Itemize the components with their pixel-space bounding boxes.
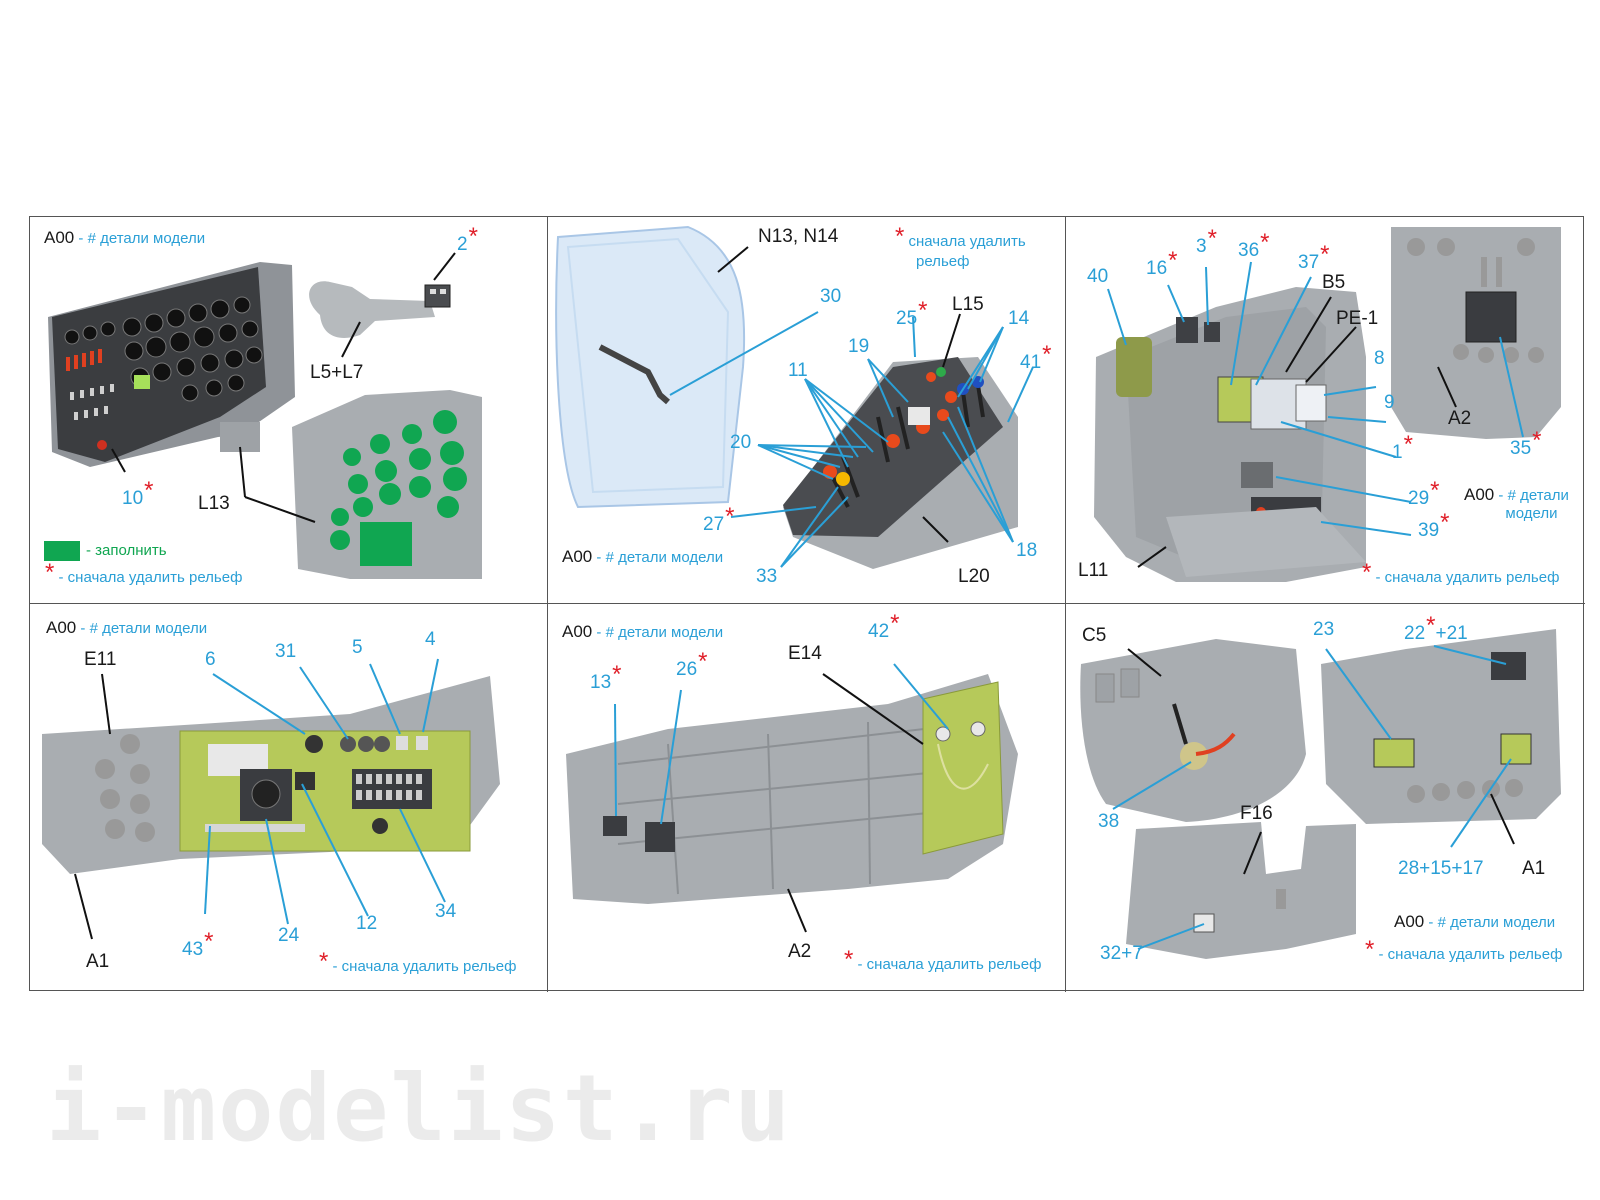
label-4: 4 xyxy=(425,629,436,650)
label-13: 13* xyxy=(590,661,622,693)
label-28-15-17: 28+15+17 xyxy=(1398,858,1484,879)
remove-relief-legend-4: * - сначала удалить рельеф xyxy=(319,948,517,975)
remove-relief-legend-2: * сначала удалить рельеф xyxy=(895,223,1026,270)
label-n13-n14: N13, N14 xyxy=(758,226,839,247)
label-35: 35* xyxy=(1510,427,1542,459)
panel-6: C5 23 22*+21 38 F16 28+15+17 A1 A00 - # … xyxy=(1066,604,1585,992)
label-5: 5 xyxy=(352,637,363,658)
label-38: 38 xyxy=(1098,811,1120,832)
model-parts-legend-2: A00 - # детали модели xyxy=(562,547,724,566)
label-36: 36* xyxy=(1238,229,1270,261)
label-26: 26* xyxy=(676,648,708,680)
remove-relief-legend: * - сначала удалить рельеф xyxy=(45,559,243,586)
panel-5-artwork xyxy=(566,663,1018,933)
label-b5: B5 xyxy=(1322,272,1346,293)
label-8: 8 xyxy=(1374,348,1385,369)
label-12: 12 xyxy=(356,913,378,934)
label-22-21: 22*+21 xyxy=(1404,612,1468,644)
label-43: 43* xyxy=(182,928,214,960)
label-25: 25* xyxy=(896,297,928,329)
model-parts-legend-5: A00 - # детали модели xyxy=(562,622,724,641)
instruction-grid: A00 - # детали модели 2* L5+L7 10* L13 -… xyxy=(29,216,1585,992)
label-a1-right: A1 xyxy=(1522,858,1546,879)
label-11: 11 xyxy=(788,360,808,381)
label-30: 30 xyxy=(820,286,842,307)
label-a2: A2 xyxy=(1448,408,1472,429)
panel-3: 40 16* 3* 36* 37* B5 PE-1 8 9 1* 29* 39*… xyxy=(1066,217,1585,604)
label-34: 34 xyxy=(435,901,457,922)
label-2: 2* xyxy=(457,223,478,255)
label-39: 39* xyxy=(1418,509,1450,541)
label-23: 23 xyxy=(1313,619,1335,640)
label-41: 41* xyxy=(1020,341,1052,373)
label-33: 33 xyxy=(756,566,778,587)
label-a1: A1 xyxy=(86,951,110,972)
label-a2-bottom: A2 xyxy=(788,941,812,962)
label-e11: E11 xyxy=(84,649,117,670)
panel-2: N13, N14 * сначала удалить рельеф 30 L15… xyxy=(548,217,1066,604)
panel-6-artwork xyxy=(1080,629,1561,959)
label-42: 42* xyxy=(868,610,900,642)
label-l15: L15 xyxy=(952,294,984,315)
remove-relief-legend-6: * - сначала удалить рельеф xyxy=(1365,936,1563,963)
remove-relief-legend-5: * - сначала удалить рельеф xyxy=(844,946,1042,973)
panel-4-artwork xyxy=(42,658,500,940)
panel-1: A00 - # детали модели 2* L5+L7 10* L13 -… xyxy=(30,217,548,604)
label-27: 27* xyxy=(703,503,735,535)
label-l5-l7: L5+L7 xyxy=(310,362,364,383)
label-20: 20 xyxy=(730,432,752,453)
model-parts-legend: A00 - # детали модели xyxy=(44,228,206,247)
label-9: 9 xyxy=(1384,392,1395,413)
label-19: 19 xyxy=(848,336,870,357)
label-l20: L20 xyxy=(958,566,990,587)
label-10: 10* xyxy=(122,477,154,509)
panel-3-artwork xyxy=(1094,227,1561,582)
label-24: 24 xyxy=(278,925,300,946)
model-parts-legend-6: A00 - # детали модели xyxy=(1394,912,1556,931)
label-c5: C5 xyxy=(1082,625,1107,646)
label-29: 29* xyxy=(1408,477,1440,509)
model-parts-legend-4: A00 - # детали модели xyxy=(46,618,208,637)
label-1: 1* xyxy=(1392,431,1413,463)
watermark: i-modelist.ru xyxy=(46,1055,793,1162)
remove-relief-legend-3: * - сначала удалить рельеф xyxy=(1362,559,1560,586)
label-40: 40 xyxy=(1087,266,1109,287)
label-f16: F16 xyxy=(1240,803,1273,824)
label-l11: L11 xyxy=(1078,560,1109,581)
label-16: 16* xyxy=(1146,247,1178,279)
panel-2-artwork xyxy=(555,225,1034,569)
fill-legend: - заполнить xyxy=(86,542,167,559)
label-l13: L13 xyxy=(198,493,230,514)
model-parts-legend-3: A00 - # детали модели xyxy=(1464,485,1569,522)
label-3: 3* xyxy=(1196,225,1217,257)
label-18: 18 xyxy=(1016,540,1038,561)
label-6: 6 xyxy=(205,649,216,670)
label-pe1: PE-1 xyxy=(1336,308,1379,329)
label-37: 37* xyxy=(1298,241,1330,273)
panel-5: A00 - # детали модели 13* 26* E14 42* A2… xyxy=(548,604,1066,992)
panel-1-artwork xyxy=(44,252,482,579)
label-e14: E14 xyxy=(788,643,822,664)
panel-4: A00 - # детали модели 6 31 5 4 E11 43* 2… xyxy=(30,604,548,992)
label-32-7: 32+7 xyxy=(1100,943,1143,964)
label-31: 31 xyxy=(275,641,297,662)
label-14: 14 xyxy=(1008,308,1030,329)
